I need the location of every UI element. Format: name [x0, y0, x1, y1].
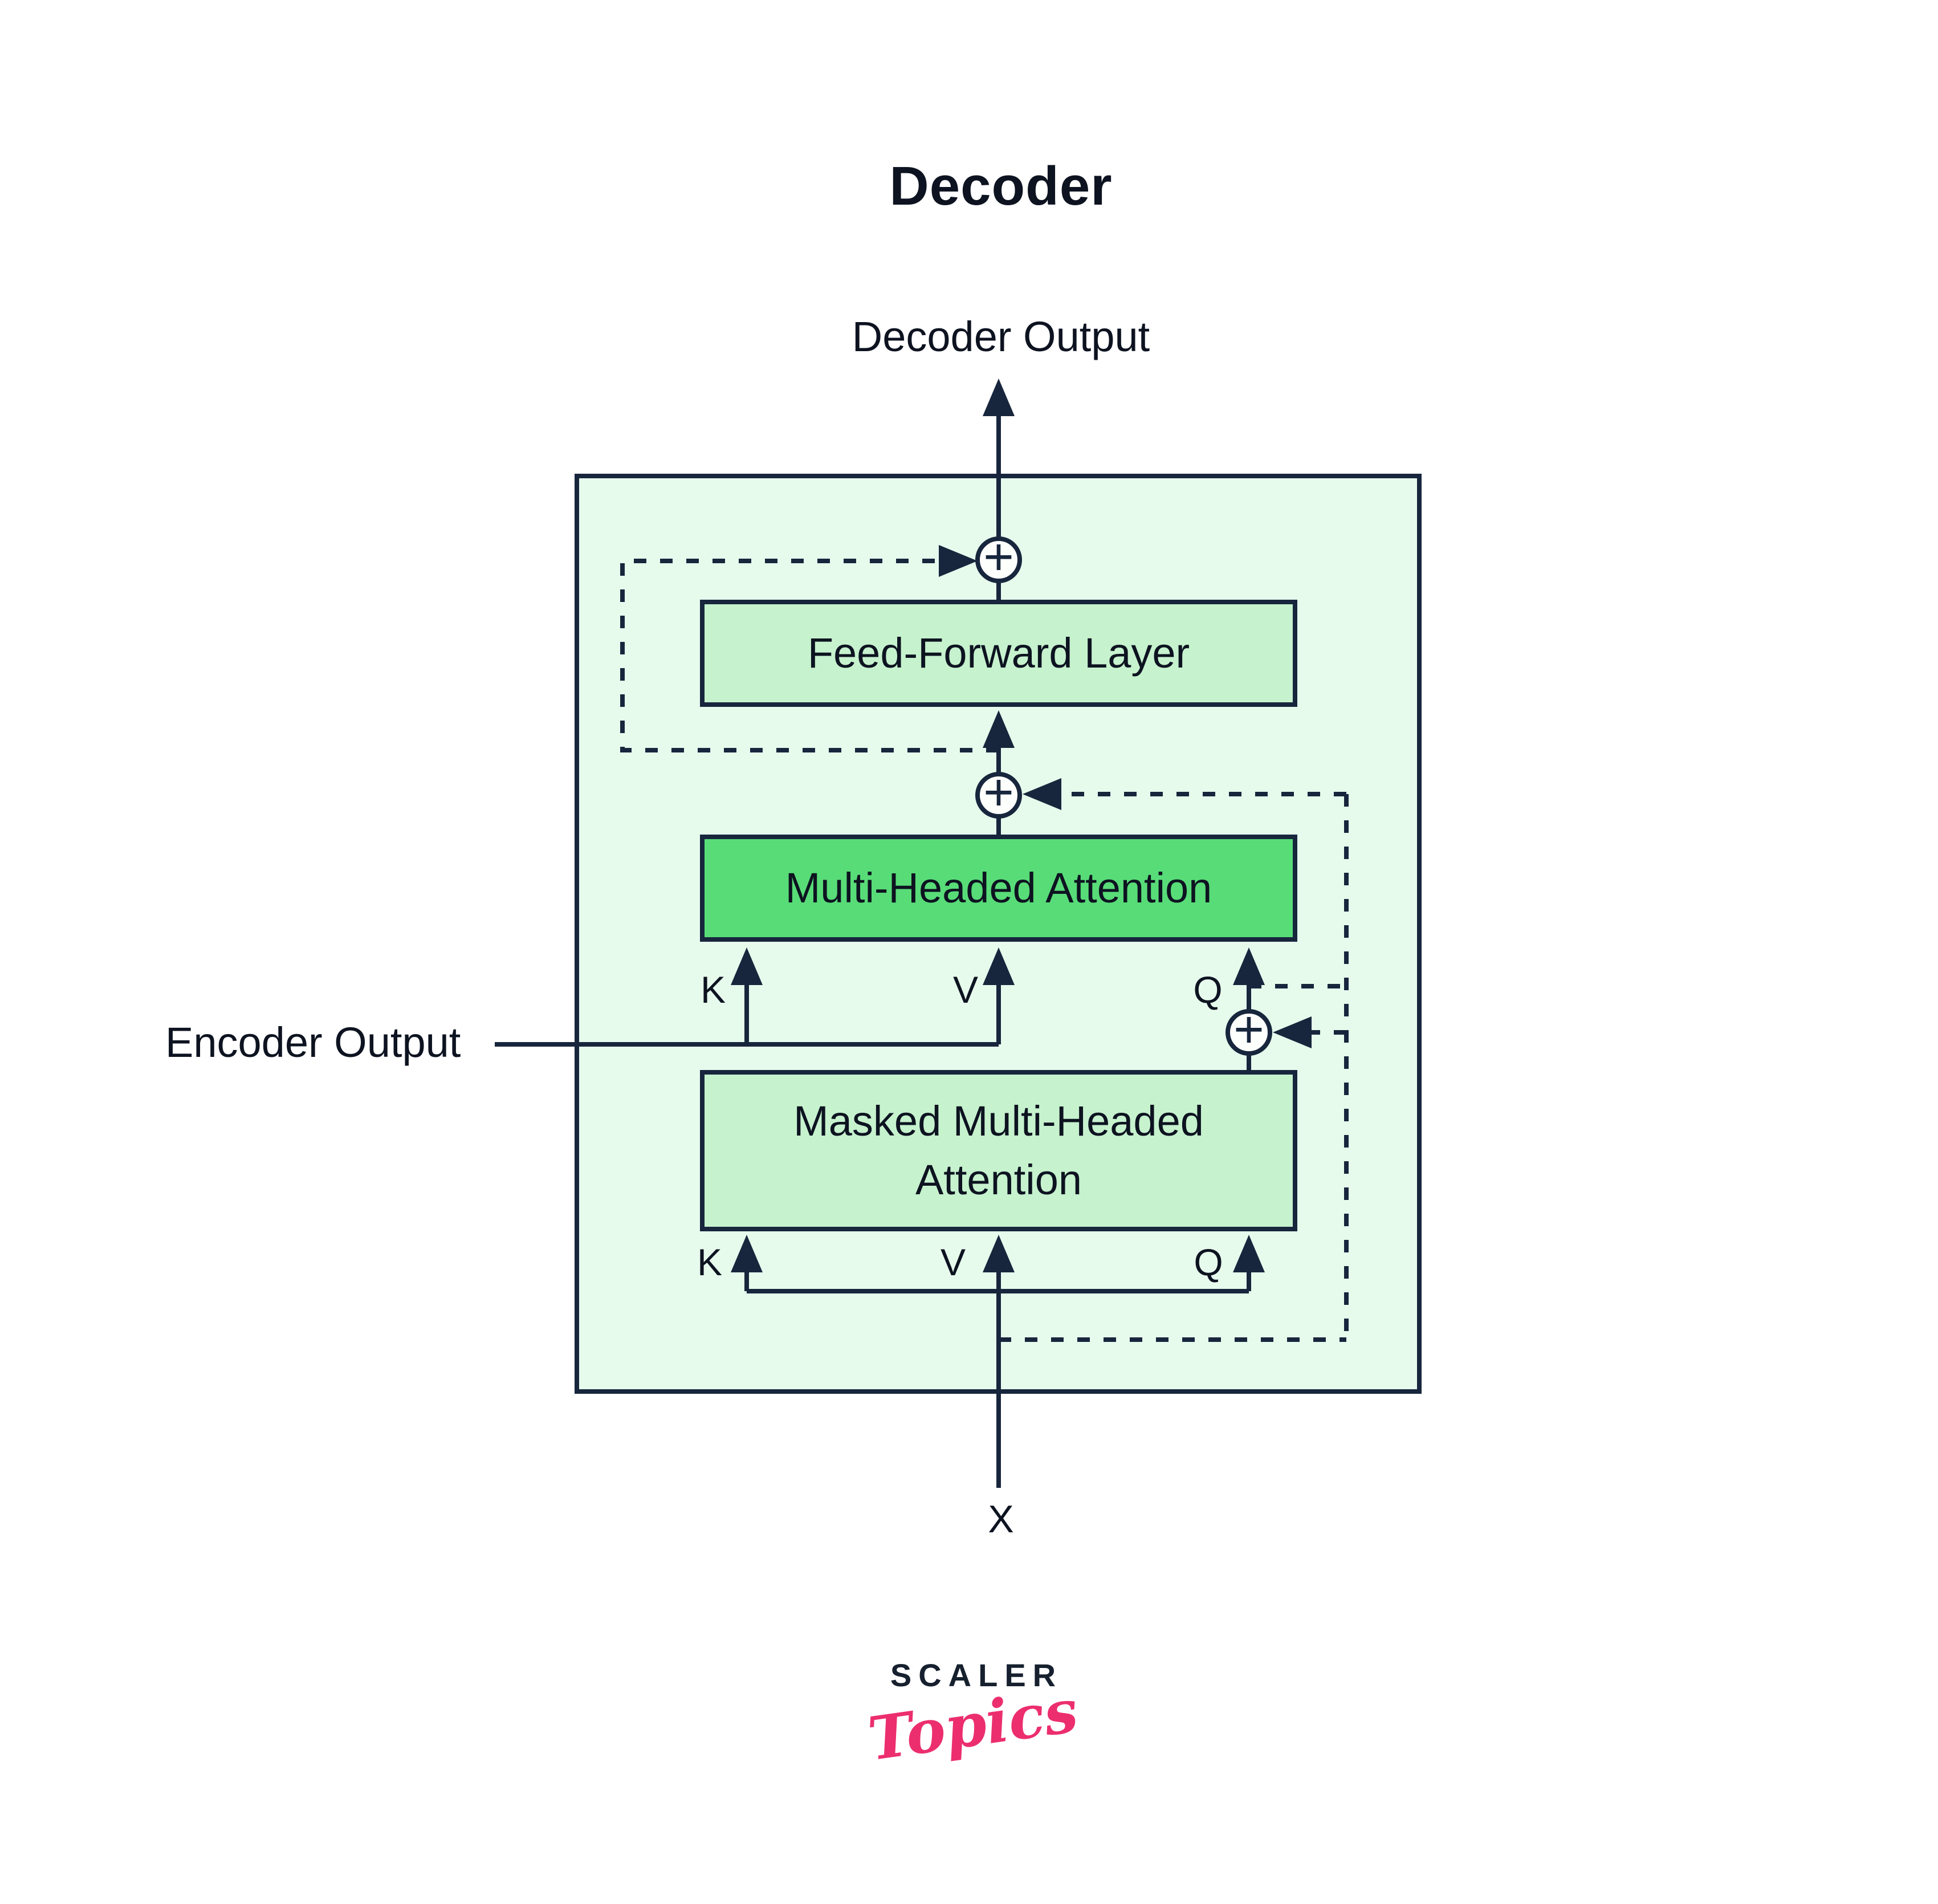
- feed-forward-label: Feed-Forward Layer: [807, 629, 1190, 677]
- arrow-up-icon: [983, 379, 1015, 416]
- multi-headed-attention-block: Multi-Headed Attention: [700, 835, 1297, 942]
- add-node-middle: +: [975, 763, 1022, 821]
- masked-k-label: K: [697, 1241, 723, 1283]
- ff-residual-path: [620, 559, 999, 752]
- arrow-left-icon: [1273, 1016, 1312, 1048]
- masked-multi-headed-attention-label: Masked Multi-Headed Attention: [793, 1097, 1204, 1203]
- diagram-title: Decoder: [889, 156, 1113, 217]
- arrow-up-icon: [731, 1235, 763, 1272]
- arrow-up-icon: [983, 947, 1015, 985]
- arrow-right-icon: [939, 545, 978, 577]
- masked-q-label: Q: [1194, 1241, 1223, 1283]
- multi-headed-attention-label: Multi-Headed Attention: [785, 864, 1212, 912]
- plus-icon: +: [983, 763, 1014, 821]
- masked-v-label: V: [940, 1241, 966, 1283]
- encoder-output-label: Encoder Output: [165, 1019, 461, 1066]
- arrow-up-icon: [731, 947, 763, 985]
- plus-icon: +: [1233, 1000, 1264, 1059]
- logo-primary-text: SCALER: [890, 1657, 1063, 1693]
- add-node-top: +: [975, 528, 1022, 586]
- feed-forward-block: Feed-Forward Layer: [700, 600, 1297, 707]
- mha-q-label: Q: [1193, 969, 1223, 1011]
- decoder-output-label: Decoder Output: [852, 313, 1150, 360]
- input-x-label: X: [988, 1498, 1014, 1541]
- mha-v-label: V: [952, 969, 979, 1011]
- arrow-left-icon: [1023, 778, 1061, 810]
- arrow-up-icon: [1233, 947, 1265, 985]
- arrow-up-icon: [983, 1235, 1015, 1272]
- plus-icon: +: [983, 528, 1014, 586]
- masked-multi-headed-attention-block: Masked Multi-Headed Attention: [700, 1070, 1297, 1231]
- add-node-bottom: +: [1226, 1000, 1272, 1059]
- mha-k-label: K: [700, 969, 726, 1011]
- arrow-up-icon: [1233, 1235, 1265, 1272]
- arrow-up-icon: [983, 710, 1015, 748]
